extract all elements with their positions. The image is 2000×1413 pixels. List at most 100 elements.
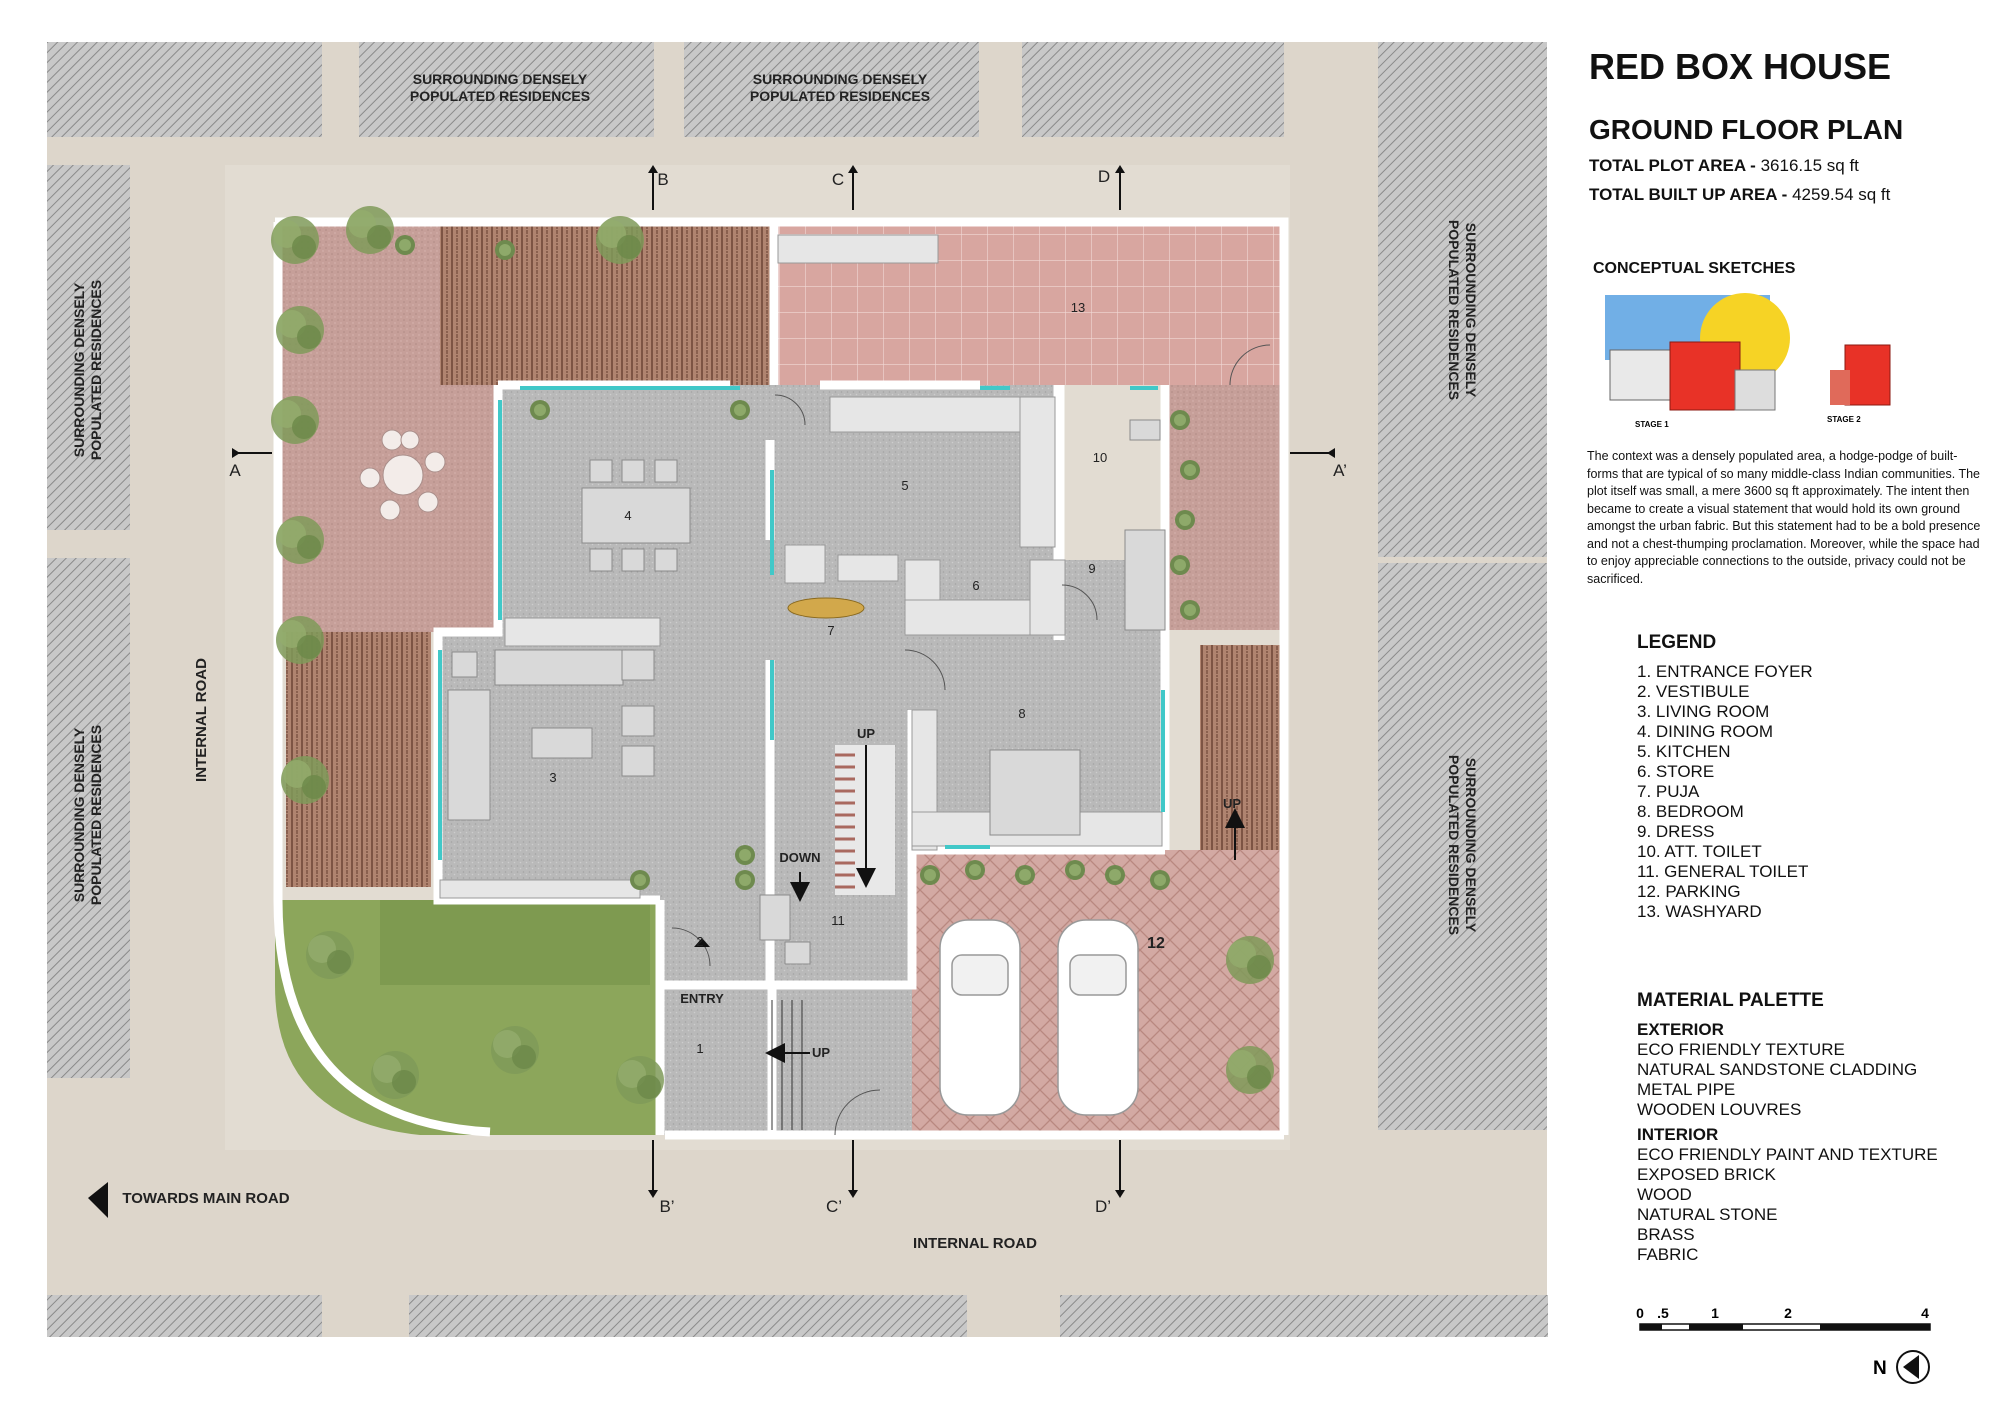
plot-area: TOTAL PLOT AREA - 3616.15 sq ft [1589,156,1859,176]
room-number-13: 13 [1071,300,1085,315]
scale-tick-2: 2 [1784,1305,1792,1321]
material-item: WOODEN LOUVRES [1637,1100,1802,1119]
legend-item: 7. PUJA [1637,782,1700,801]
residence-label-4a: SURROUNDING DENSELY [71,727,87,902]
conceptual-sketches: STAGE 1 STAGE 2 [1605,293,1891,429]
room-number-5: 5 [901,478,908,493]
room-number-8: 8 [1018,706,1025,721]
surrounding-residences [47,42,1548,1337]
sketch-stage1-label: STAGE 1 [1635,420,1669,429]
entry-steps-up-label: UP [812,1045,830,1060]
scale-tick-1: 1 [1711,1305,1719,1321]
scale-tick-0: 0 [1636,1305,1644,1321]
material-item: ECO FRIENDLY TEXTURE [1637,1040,1845,1059]
residence-label-3b: POPULATED RESIDENCES [88,280,104,460]
residence-label-4b: POPULATED RESIDENCES [88,725,104,905]
material-item: ECO FRIENDLY PAINT AND TEXTURE [1637,1145,1938,1164]
room-number-6: 6 [972,578,979,593]
section-a-left: A [229,461,241,480]
towards-main-road-label: TOWARDS MAIN ROAD [122,1190,289,1207]
sketches-heading: CONCEPTUAL SKETCHES [1593,260,1796,277]
material-item: METAL PIPE [1637,1080,1736,1099]
residence-label-1b: POPULATED RESIDENCES [410,88,590,104]
exterior-list: ECO FRIENDLY TEXTURE NATURAL SANDSTONE C… [1637,1040,1917,1120]
room-number-11: 11 [831,913,845,928]
built-area: TOTAL BUILT UP AREA - 4259.54 sq ft [1589,185,1890,205]
room-number-10: 10 [1093,450,1107,465]
room-number-3: 3 [549,770,556,785]
plot-area-label: TOTAL PLOT AREA - [1589,156,1756,175]
internal-road-label-south: INTERNAL ROAD [913,1235,1037,1252]
section-b-bottom: B’ [659,1197,674,1216]
material-item: FABRIC [1637,1245,1699,1264]
residence-label-2b: POPULATED RESIDENCES [750,88,930,104]
legend-item: 5. KITCHEN [1637,742,1731,761]
interior-list: ECO FRIENDLY PAINT AND TEXTURE EXPOSED B… [1637,1145,1938,1265]
sketch-red-box-1 [1669,341,1741,411]
residence-label-5b: POPULATED RESIDENCES [1446,220,1462,400]
scale-bar: 0 .5 1 2 4 [1636,1305,1931,1331]
parked-cars [939,919,1139,1116]
legend-heading: LEGEND [1637,632,1717,653]
legend-item: 4. DINING ROOM [1637,722,1774,741]
stair-up-label: UP [857,726,875,741]
legend-item: 13. WASHYARD [1637,902,1762,921]
section-c-bottom: C’ [826,1197,842,1216]
project-description: The context was a densely populated area… [1587,449,1981,586]
room-number-1: 1 [696,1041,703,1056]
room-number-2: 2 [696,934,703,949]
room-number-4: 4 [624,508,631,523]
sketch-red-box-2 [1844,344,1891,406]
dining-furniture [581,459,691,572]
legend-item: 11. GENERAL TOILET [1637,862,1809,881]
section-a-right: A’ [1333,461,1347,480]
main-road-arrow [88,1182,108,1218]
north-label: N [1873,1358,1887,1379]
exterior-heading: EXTERIOR [1637,1020,1724,1039]
legend-item: 12. PARKING [1637,882,1741,901]
legend-item: 1. ENTRANCE FOYER [1637,662,1813,681]
section-d-bottom: D’ [1095,1197,1111,1216]
puja-platform [787,597,865,619]
material-item: NATURAL STONE [1637,1205,1778,1224]
residence-label-5a: SURROUNDING DENSELY [1463,223,1479,398]
legend-item: 10. ATT. TOILET [1637,842,1762,861]
info-panel: RED BOX HOUSE GROUND FLOOR PLAN TOTAL PL… [1575,0,1995,1413]
residence-label-6a: SURROUNDING DENSELY [1463,758,1479,933]
legend-item: 2. VESTIBULE [1637,682,1750,701]
legend-item: 9. DRESS [1637,822,1715,841]
material-item: EXPOSED BRICK [1637,1165,1776,1184]
scale-tick-4: 4 [1921,1305,1929,1321]
legend-item: 3. LIVING ROOM [1637,702,1770,721]
deck-up-label: UP [1223,796,1241,811]
residence-label-2a: SURROUNDING DENSELY [753,71,928,87]
floor-plan-drawing: SURROUNDING DENSELY POPULATED RESIDENCES… [47,42,1548,1337]
scale-tick-half: .5 [1657,1305,1669,1321]
residence-label-3a: SURROUNDING DENSELY [71,282,87,457]
living-furniture [447,649,655,821]
interior-heading: INTERIOR [1637,1125,1719,1144]
section-c-top: C [832,170,844,189]
material-item: BRASS [1637,1225,1695,1244]
legend-item: 6. STORE [1637,762,1715,781]
entry-label: ENTRY [680,991,724,1006]
north-arrow: N [1873,1350,1930,1384]
plan-subtitle: GROUND FLOOR PLAN [1589,114,1904,145]
room-number-7: 7 [827,623,834,638]
material-heading: MATERIAL PALETTE [1637,990,1824,1011]
patio-table [359,429,446,521]
plot-area-value: 3616.15 sq ft [1760,156,1859,175]
residence-label-6b: POPULATED RESIDENCES [1446,755,1462,935]
material-item: WOOD [1637,1185,1692,1204]
legend-item: 8. BEDROOM [1637,802,1744,821]
legend-list: 1. ENTRANCE FOYER 2. VESTIBULE 3. LIVING… [1637,662,1813,922]
sketch-stage2-label: STAGE 2 [1827,415,1861,424]
page-title: RED BOX HOUSE [1589,46,1892,87]
section-b-top: B [657,170,668,189]
built-area-value: 4259.54 sq ft [1792,185,1891,204]
room-number-9: 9 [1088,561,1095,576]
residence-label-1a: SURROUNDING DENSELY [413,71,588,87]
section-d-top: D [1098,167,1110,186]
room-number-12: 12 [1147,935,1165,952]
built-area-label: TOTAL BUILT UP AREA - [1589,185,1788,204]
